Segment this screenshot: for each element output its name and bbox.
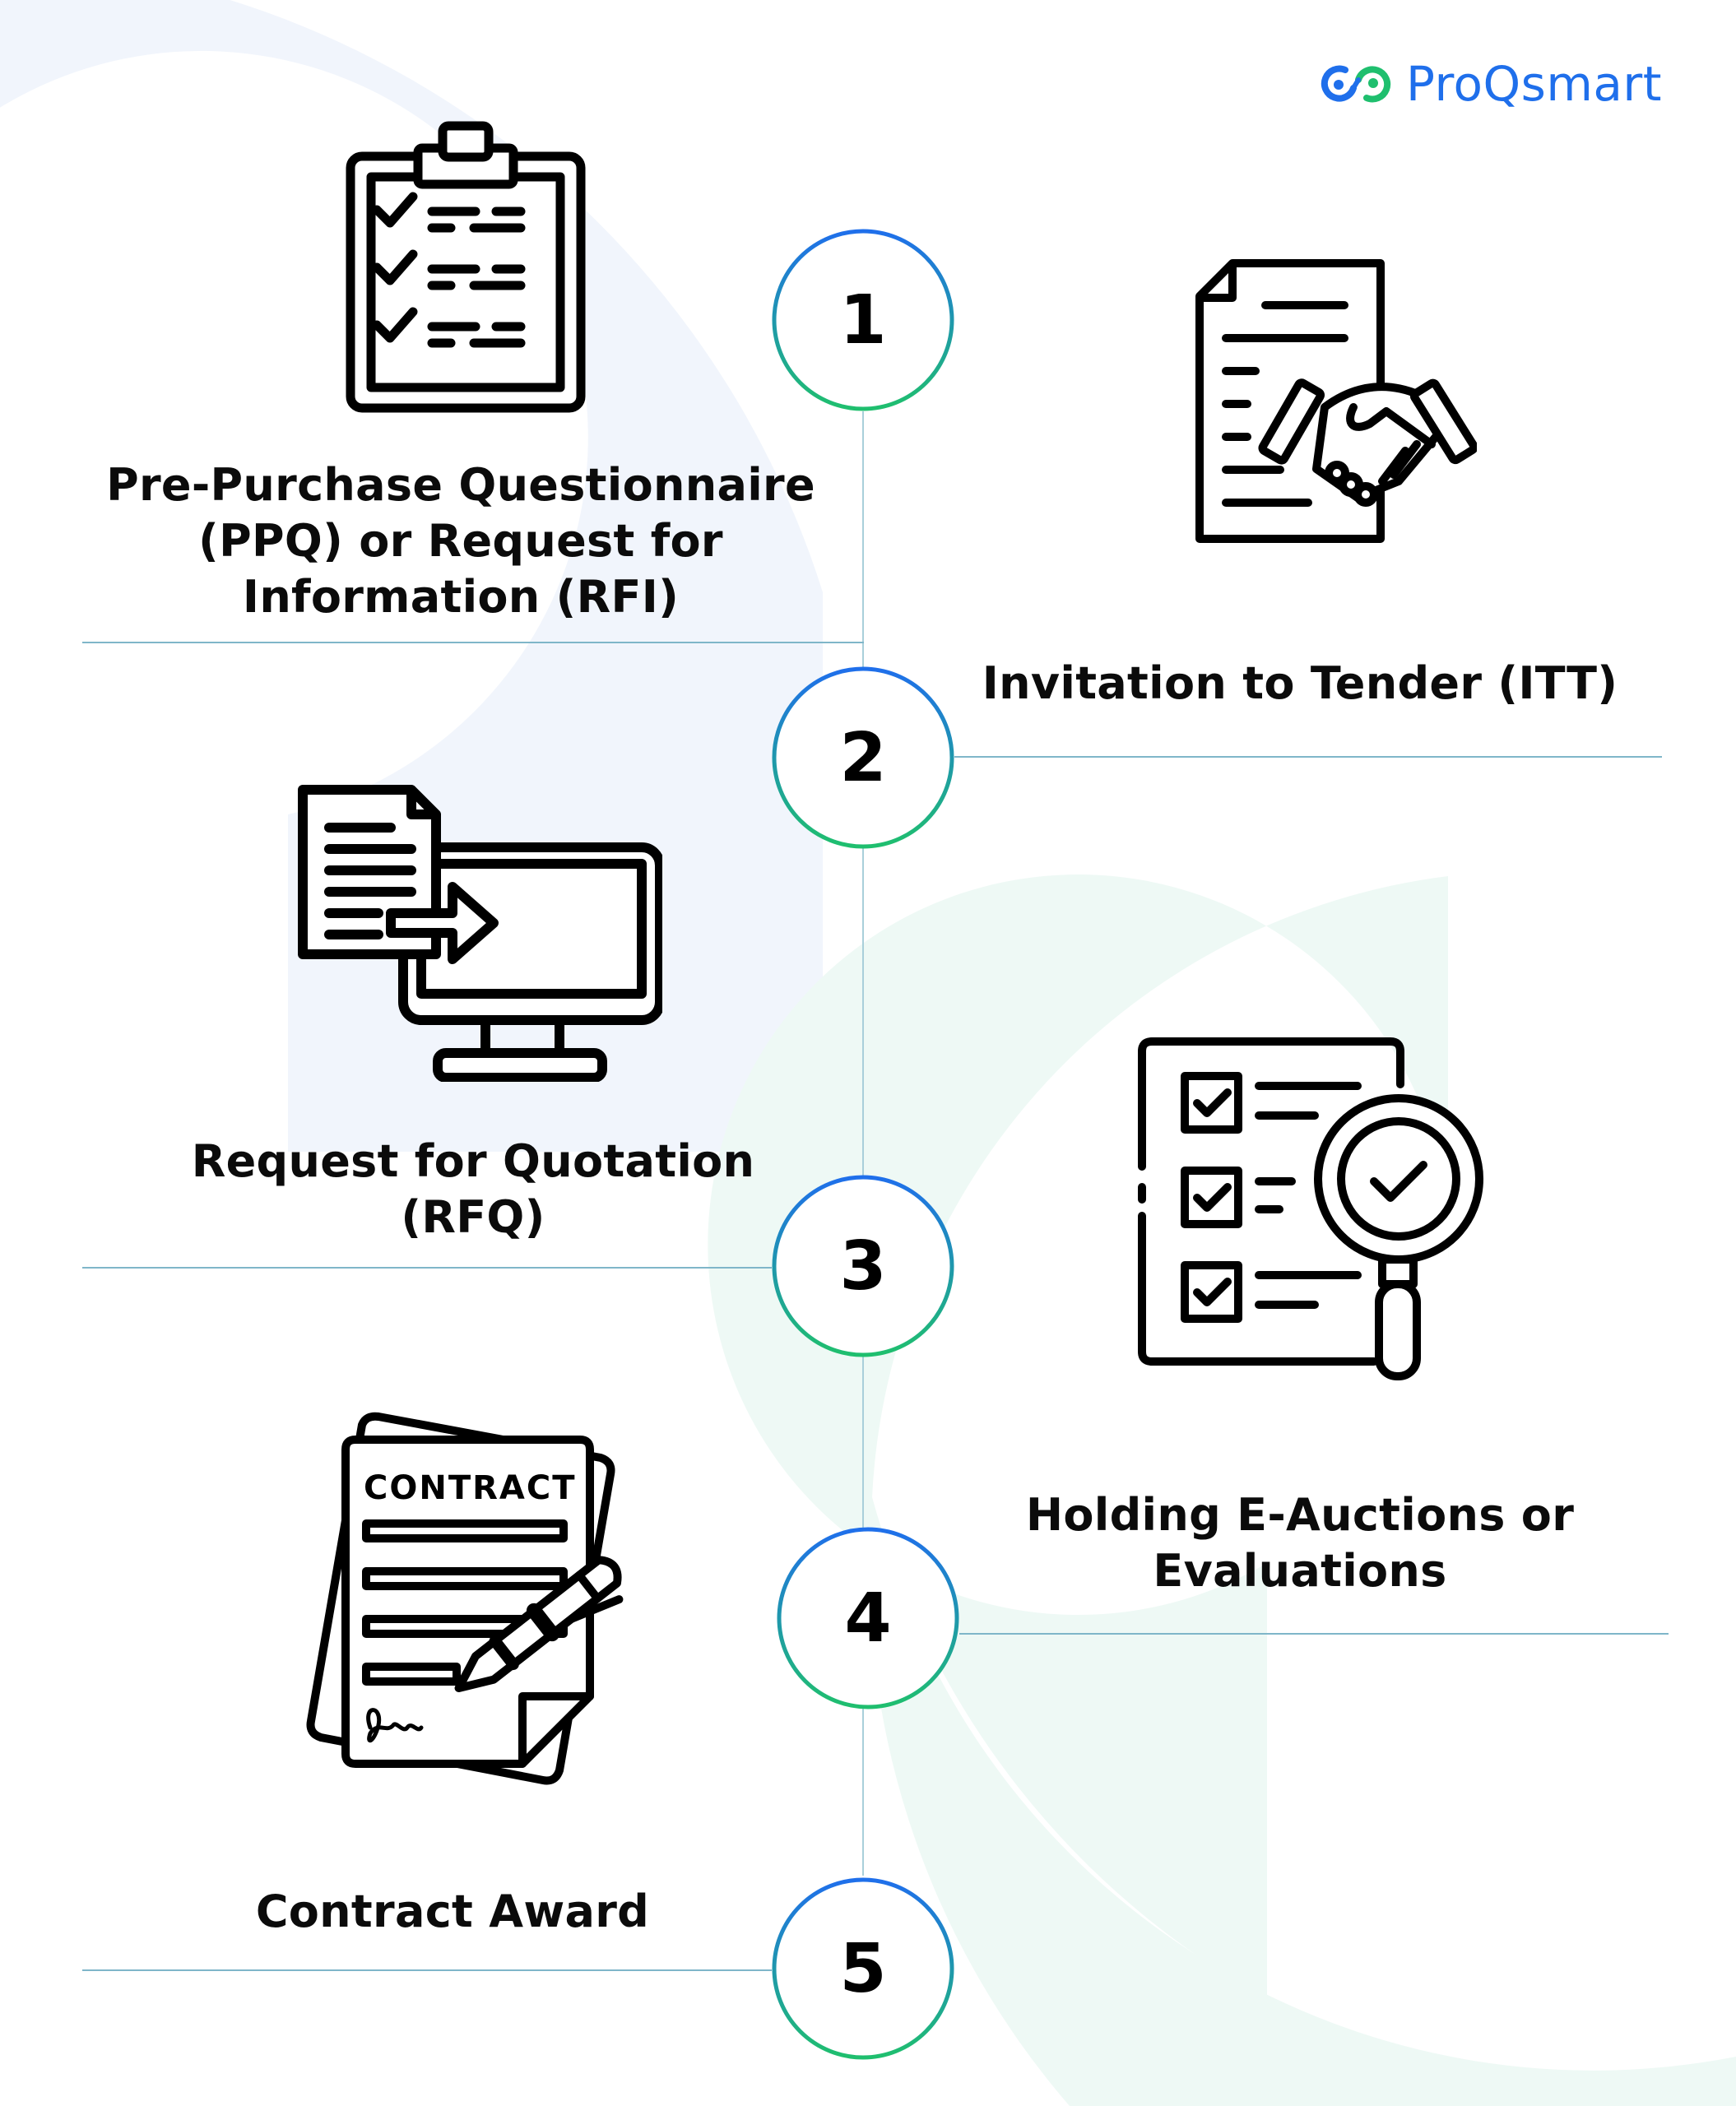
step-4-marker: 4 xyxy=(777,1527,959,1709)
connector-line-4 xyxy=(959,1633,1669,1635)
step-number: 4 xyxy=(844,1579,892,1658)
connector-line-1 xyxy=(82,642,864,643)
step-4-label: Holding E-Auctions or Evaluations xyxy=(1025,1489,1575,1597)
contract-heading: CONTRACT xyxy=(364,1469,577,1507)
brand-name: ProQsmart xyxy=(1406,56,1663,112)
connector-line-5 xyxy=(82,1969,772,1971)
proqsmart-logo-icon xyxy=(1321,65,1391,103)
step-number: 5 xyxy=(839,1929,887,2008)
step-number: 3 xyxy=(839,1227,887,1306)
step-1-label: Pre-Purchase Questionnaire (PPQ) or Requ… xyxy=(106,459,815,623)
step-3-label: Request for Quotation (RFQ) xyxy=(191,1135,755,1243)
step-2-marker: 2 xyxy=(772,666,954,849)
clipboard-checklist-icon xyxy=(346,121,586,413)
document-handshake-icon xyxy=(1195,259,1477,543)
step-2-label: Invitation to Tender (ITT) xyxy=(982,657,1618,709)
brand-logo: ProQsmart xyxy=(1321,51,1662,117)
step-3-marker: 3 xyxy=(772,1175,954,1357)
step-number: 2 xyxy=(839,718,887,797)
timeline-spine xyxy=(862,411,864,1876)
document-to-monitor-icon xyxy=(298,785,662,1082)
step-number: 1 xyxy=(839,281,887,360)
bg-green-lower xyxy=(869,1497,1736,2106)
contract-signing-icon: CONTRACT xyxy=(306,1412,624,1785)
step-1-marker: 1 xyxy=(772,229,954,411)
checklist-magnifier-icon xyxy=(1138,1037,1483,1380)
connector-line-2 xyxy=(954,756,1662,758)
connector-line-3 xyxy=(82,1267,772,1269)
bg-green-arc xyxy=(708,874,1449,1999)
step-5-marker: 5 xyxy=(772,1877,954,2060)
step-5-label: Contract Award xyxy=(255,1886,650,1937)
